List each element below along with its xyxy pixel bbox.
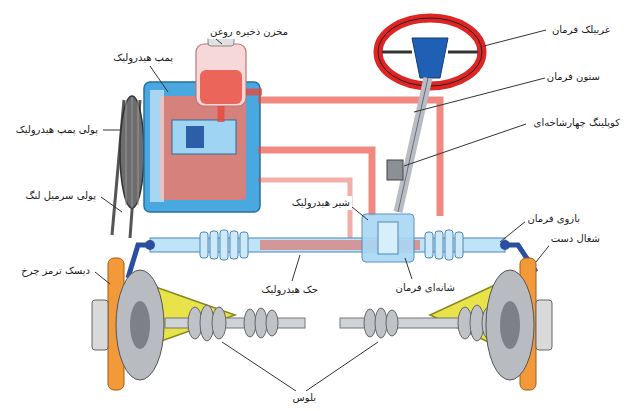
- part-label: شغال دست: [549, 232, 602, 246]
- part-label: دیسک ترمز چرخ: [19, 264, 92, 278]
- part-label: کوپلینگ چهارشاخه‌ای: [532, 116, 622, 130]
- part-label: مخزن ذخیره روغن: [208, 25, 290, 39]
- part-label: جک هیدرولیک: [259, 283, 320, 297]
- part-label: پولی سرمیل لنگ: [23, 189, 98, 203]
- part-label: پولی پمپ هیدرولیک: [14, 123, 100, 137]
- part-label: ستون فرمان: [545, 70, 602, 84]
- part-label: پمپ هیدرولیک: [111, 51, 175, 65]
- part-label: بازوی فرمان: [525, 212, 582, 226]
- part-label: بلوس: [291, 391, 318, 405]
- part-label: غربیلک فرمان: [550, 23, 612, 37]
- part-label: شیر هیدرولیک: [290, 196, 352, 210]
- part-label: شانه‌ای فرمان: [394, 281, 457, 295]
